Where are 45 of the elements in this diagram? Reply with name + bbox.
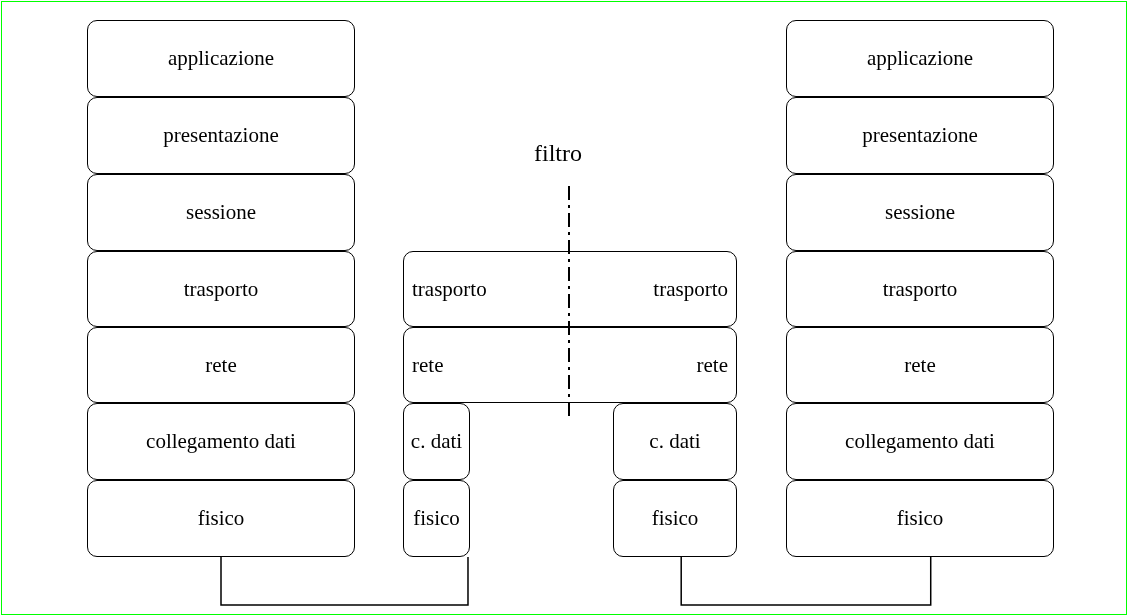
layer-box (403, 480, 470, 557)
layer-name: collegamento dati (146, 429, 296, 454)
layer-box (87, 20, 355, 97)
layer-box (403, 327, 737, 403)
layer-box (87, 480, 355, 557)
layer-box (87, 403, 355, 480)
layer-box (786, 327, 1054, 403)
layer-name: fisico (197, 506, 245, 531)
layer-name: applicazione (167, 46, 275, 71)
layer-box (87, 97, 355, 174)
connector-line (680, 556, 932, 606)
layer-box (613, 480, 737, 557)
layer-name: c. dati (410, 429, 463, 454)
layer-name: c. dati (649, 429, 701, 454)
layer-name: applicazione (866, 46, 974, 71)
layer-name: presentazione (163, 123, 279, 148)
layer-box (613, 403, 737, 480)
layer-name: trasporto (882, 276, 958, 302)
layer-box (786, 403, 1054, 480)
layer-box (87, 174, 355, 251)
layer-box (403, 403, 470, 480)
layer-box (786, 251, 1054, 327)
layer-box (786, 20, 1054, 97)
layer-box (786, 480, 1054, 557)
layer-name: fisico (651, 506, 699, 531)
layer-name: sessione (186, 200, 256, 225)
layer-name: rete (205, 352, 237, 378)
layer-name: trasporto (653, 276, 728, 302)
connector-line (220, 556, 469, 606)
layer-name: rete (696, 352, 728, 378)
filter-label: filtro (534, 140, 582, 167)
layer-name: fisico (896, 506, 944, 531)
layer-name: presentazione (862, 123, 978, 148)
layer-name: collegamento dati (845, 429, 995, 454)
layer-name: trasporto (412, 276, 487, 302)
layer-name: rete (412, 352, 444, 378)
layer-name: fisico (413, 506, 460, 531)
layer-box (786, 97, 1054, 174)
layer-name: rete (904, 352, 936, 378)
layer-box (87, 251, 355, 327)
layer-name: trasporto (183, 276, 259, 302)
layer-name: sessione (885, 200, 955, 225)
layer-box (87, 327, 355, 403)
layer-box (403, 251, 737, 327)
layer-box (786, 174, 1054, 251)
